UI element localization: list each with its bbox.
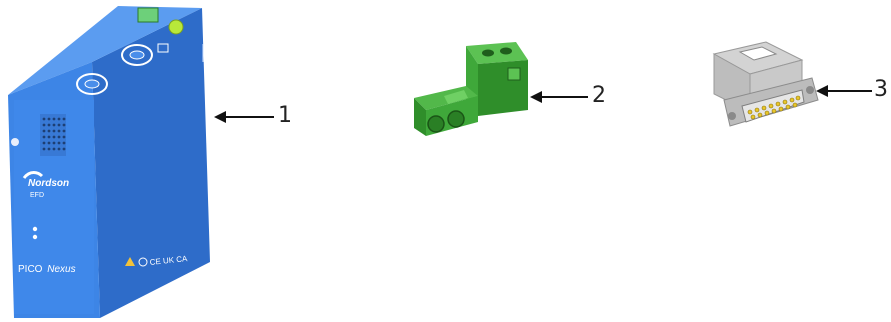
callout-label-1: 1 [278, 103, 292, 128]
controller-top-face [8, 6, 202, 95]
terminal-top-face [466, 42, 528, 64]
brand-label: Nordson [28, 178, 69, 189]
cert-round-icon [138, 257, 148, 267]
d-sub-connector [712, 41, 819, 127]
callout-label-2: 2 [592, 83, 606, 108]
callout-label-3: 3 [874, 77, 888, 102]
knob-center [84, 79, 100, 89]
connector-pins [747, 95, 801, 120]
product-prefix: PICO [18, 264, 43, 275]
callout-arrow-3 [816, 85, 872, 97]
product-suffix: Nexus [47, 264, 75, 275]
pico-nexus-controller: Nordson EFD PICO Nexus CE UK CA [8, 6, 210, 318]
nordson-logo-icon [22, 171, 44, 179]
backshell-window [738, 46, 778, 61]
indicator-dot [32, 234, 38, 240]
mount-screw-icon [728, 112, 736, 120]
vent-grille-icon [40, 114, 66, 156]
screw-hole-icon [500, 47, 512, 55]
mount-screw-icon [806, 86, 814, 94]
terminal-block-connector [414, 42, 528, 136]
marking-tab [507, 67, 521, 81]
wire-entry-icon [447, 110, 465, 128]
small-port-icon [157, 43, 169, 53]
latch-tab [444, 90, 468, 104]
top-terminal-port [137, 7, 159, 23]
indicator-dot [32, 226, 38, 232]
screw-hole-icon [482, 49, 494, 57]
knob-icon [121, 44, 153, 66]
knob-icon [76, 73, 108, 95]
sub-brand-label: EFD [30, 192, 44, 199]
callout-arrow-2 [530, 91, 588, 103]
product-name: PICO Nexus [18, 264, 76, 275]
certification-marks: CE UK CA [149, 254, 188, 267]
callout-arrow-1 [214, 111, 274, 123]
power-indicator-icon [11, 138, 19, 146]
status-led-icon [168, 19, 184, 35]
knob-center [129, 50, 145, 60]
wire-entry-icon [427, 115, 445, 133]
controller-side-face [92, 8, 210, 318]
warning-icon [125, 257, 135, 266]
plug-left-face [414, 98, 426, 136]
